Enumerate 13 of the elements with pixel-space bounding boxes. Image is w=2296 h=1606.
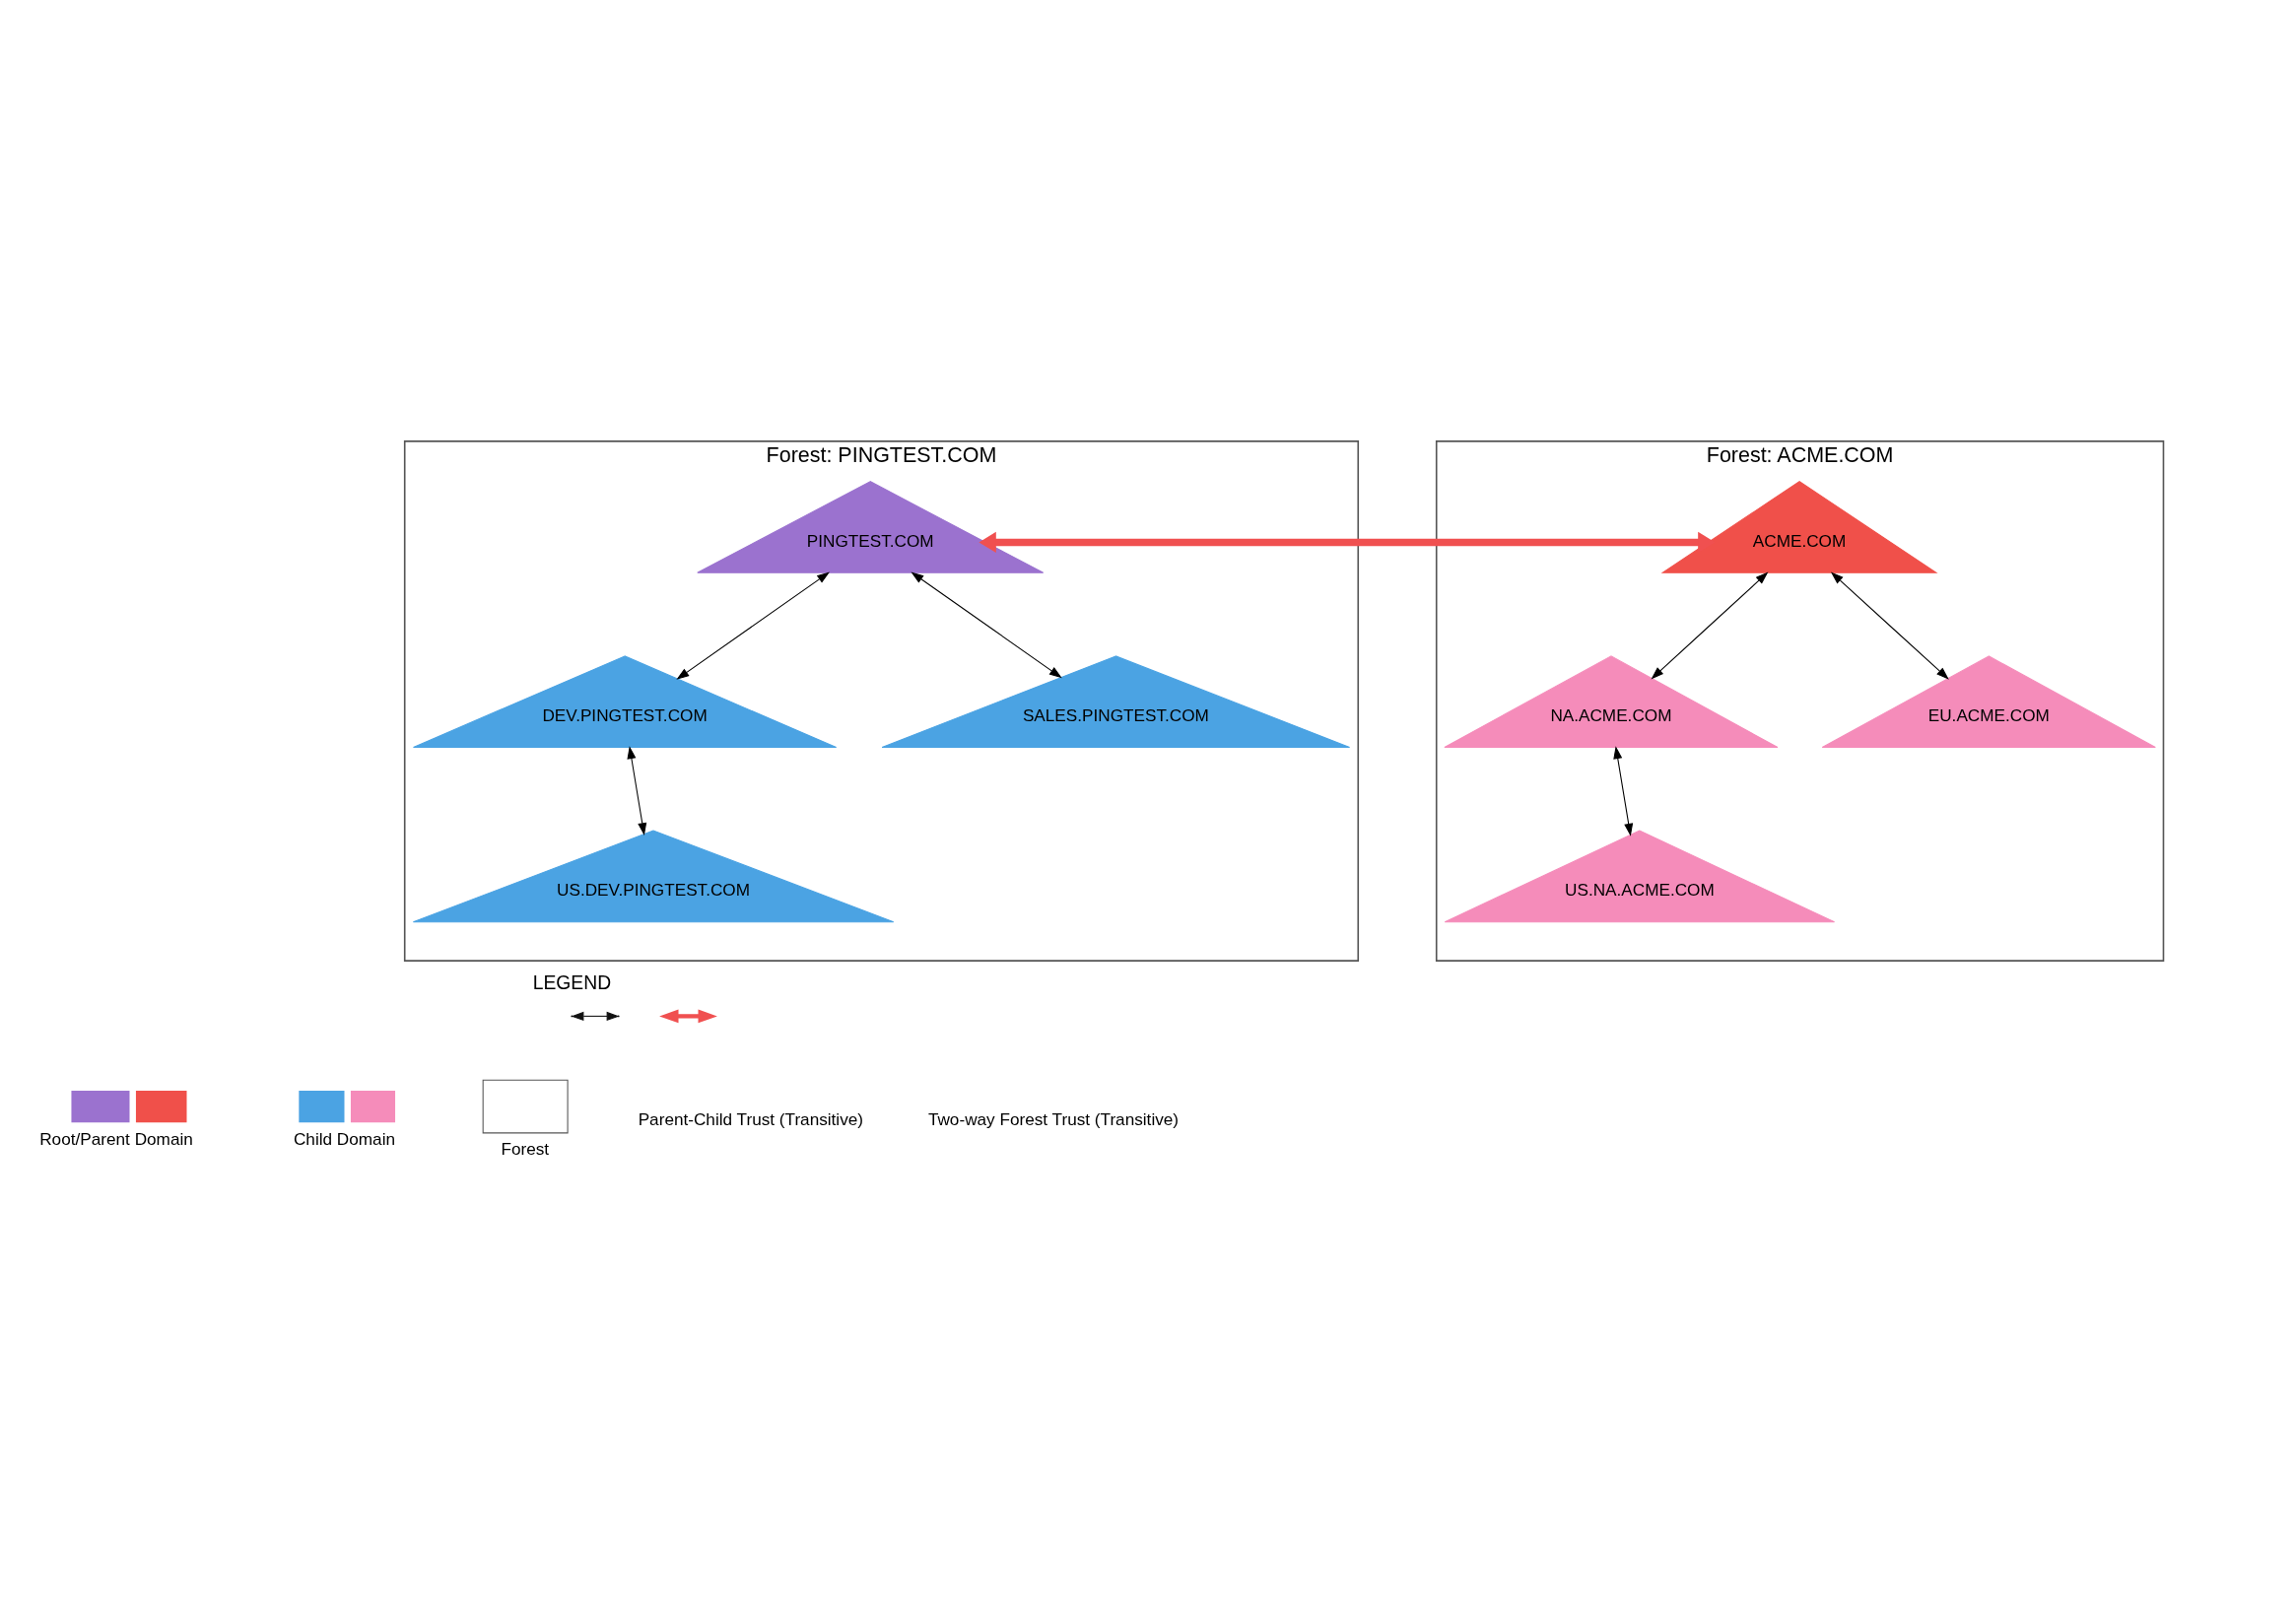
legend-label: Two-way Forest Trust (Transitive) <box>927 1109 1180 1130</box>
arrow <box>627 746 647 836</box>
legend-label: Child Domain <box>293 1128 396 1149</box>
legend-label: Forest <box>501 1139 550 1160</box>
legend-label: Parent-Child Trust (Transitive) <box>638 1109 864 1130</box>
arrow <box>1830 571 1949 680</box>
arrow <box>1613 746 1634 836</box>
arrow <box>676 571 830 680</box>
label: LEGEND <box>532 971 612 993</box>
arrow <box>979 531 1716 554</box>
arrow <box>1651 571 1769 680</box>
legend-label: Root/Parent Domain <box>39 1128 193 1149</box>
arrow <box>911 571 1062 679</box>
